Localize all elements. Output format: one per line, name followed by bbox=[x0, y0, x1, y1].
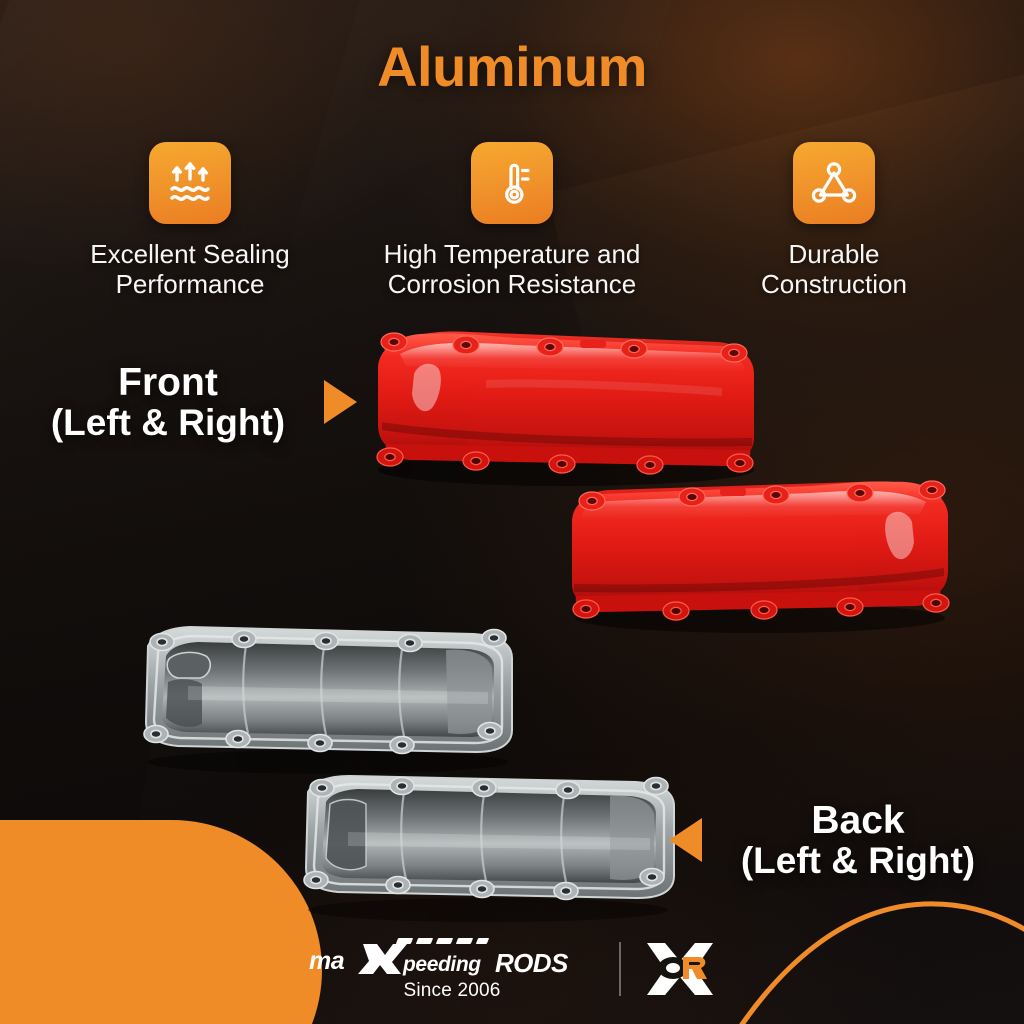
svg-text:RODS: RODS bbox=[495, 948, 569, 978]
oxr-badge-logo bbox=[643, 941, 717, 997]
maxpeedingrods-logo: ma peeding RODS bbox=[307, 936, 597, 978]
feature-list: Excellent Sealing Performance High Tempe… bbox=[0, 142, 1024, 299]
callout-front-line2: (Left & Right) bbox=[50, 402, 286, 444]
callout-front-text: Front (Left & Right) bbox=[18, 362, 318, 443]
valve-cover-front-right bbox=[560, 470, 960, 633]
brand-footer: ma peeding RODS Since 2006 bbox=[0, 936, 1024, 1002]
feature-item-sealing: Excellent Sealing Performance bbox=[29, 142, 351, 299]
feature-item-temperature: High Temperature and Corrosion Resistanc… bbox=[351, 142, 673, 299]
feature-label: Durable Construction bbox=[761, 239, 907, 300]
valve-cover-back-right bbox=[288, 762, 688, 922]
callout-back: Back (Left & Right) bbox=[669, 800, 1008, 881]
triangle-left-icon bbox=[669, 818, 702, 863]
brand-divider bbox=[619, 942, 621, 996]
thermometer-icon bbox=[471, 142, 553, 224]
page-title: Aluminum bbox=[377, 35, 647, 98]
callout-back-text: Back (Left & Right) bbox=[708, 800, 1008, 881]
svg-text:ma: ma bbox=[309, 947, 345, 975]
callout-back-line2: (Left & Right) bbox=[740, 840, 976, 882]
orange-curve-decoration bbox=[734, 880, 1024, 1024]
feature-item-durability: Durable Construction bbox=[673, 142, 995, 299]
feature-label: Excellent Sealing Performance bbox=[90, 239, 290, 300]
triangle-nodes-icon bbox=[793, 142, 875, 224]
sealing-waves-icon bbox=[149, 142, 231, 224]
callout-back-line1: Back bbox=[811, 799, 905, 842]
brand-wordmark-group: ma peeding RODS Since 2006 bbox=[307, 936, 597, 1002]
feature-label: High Temperature and Corrosion Resistanc… bbox=[383, 239, 641, 300]
svg-text:peeding: peeding bbox=[402, 953, 481, 976]
valve-cover-back-left bbox=[128, 612, 528, 774]
valve-cover-front-left bbox=[366, 320, 766, 486]
callout-front: Front (Left & Right) bbox=[18, 362, 357, 443]
triangle-right-icon bbox=[324, 380, 357, 425]
brand-tagline: Since 2006 bbox=[403, 980, 501, 1001]
callout-front-line1: Front bbox=[118, 361, 218, 404]
